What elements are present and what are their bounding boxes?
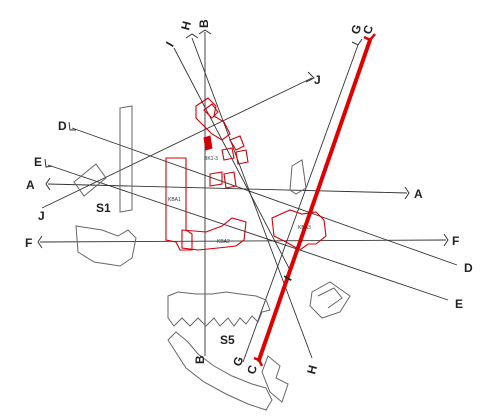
building-bk-solid	[203, 135, 213, 151]
section-lines	[37, 29, 458, 363]
label-f-left: F	[25, 236, 32, 250]
label-i-top: I	[163, 39, 177, 49]
label-d-left: D	[58, 119, 67, 133]
section-tick-a-left	[45, 177, 51, 191]
highlighted-section-c	[253, 33, 376, 367]
section-line-j	[41, 77, 313, 209]
section-line-e	[47, 164, 449, 301]
section-tick-c-bottom	[253, 356, 264, 367]
section-tick-d-left	[68, 121, 76, 131]
label-c-top: C	[360, 23, 376, 36]
section-line-c-highlight	[257, 38, 372, 362]
building-bk-e	[223, 171, 237, 189]
section-tick-e-left	[44, 158, 53, 168]
grey-buildings	[73, 105, 351, 411]
red-buildings	[165, 97, 327, 251]
label-f-right: F	[452, 234, 459, 248]
building-small-right	[289, 159, 307, 195]
label-s5: S5	[220, 333, 235, 347]
label-h-top: H	[178, 20, 194, 32]
section-line-a	[47, 183, 408, 194]
label-bk: BK1-3	[204, 156, 218, 162]
building-s5-arc	[167, 331, 273, 411]
section-tick-f-left	[37, 235, 43, 249]
building-labels: S1 S5 KBA1 KBA2 KBA3 BK1-3	[96, 156, 311, 347]
label-e-left: E	[34, 155, 42, 169]
label-c-bottom: C	[244, 363, 260, 376]
building-s5	[167, 291, 271, 327]
building-bk-b	[221, 147, 235, 161]
section-tick-f-right	[443, 233, 449, 247]
building-slab	[119, 105, 133, 213]
label-g-bottom: G	[230, 355, 246, 369]
building-angled-left	[73, 163, 107, 197]
section-tick-g-top	[351, 38, 363, 46]
building-s5-tail	[261, 355, 289, 403]
label-g-top: G	[348, 23, 364, 37]
label-b-bottom: B	[193, 355, 207, 364]
section-tick-b-top	[198, 29, 212, 35]
label-j-left: J	[38, 209, 45, 223]
label-kba2: KBA2	[217, 239, 230, 245]
label-a-left: A	[26, 178, 35, 192]
building-bk-c	[235, 149, 249, 165]
section-tick-h-top	[185, 33, 199, 39]
label-e-right: E	[455, 297, 463, 311]
label-b-top: B	[197, 19, 211, 28]
label-i-bottom: I	[281, 273, 295, 283]
label-d-right: D	[464, 261, 473, 275]
building-bk-d	[209, 171, 223, 187]
section-line-i	[173, 47, 291, 271]
label-j-right: J	[314, 73, 321, 87]
building-s1-lower	[75, 225, 137, 267]
section-tick-c-top	[363, 33, 376, 42]
building-kba3	[271, 209, 327, 251]
building-kba2	[181, 217, 247, 251]
label-kba3: KBA3	[298, 225, 311, 231]
building-bk-a	[229, 135, 245, 151]
building-right-shape	[309, 281, 351, 319]
label-a-right: A	[414, 187, 423, 201]
building-bk-inner	[203, 103, 219, 119]
label-h-bottom: H	[304, 364, 320, 376]
section-line-d	[71, 127, 458, 266]
label-kba1: KBA1	[168, 197, 181, 203]
section-tick-j-right	[305, 71, 315, 83]
section-tick-a-right	[404, 186, 410, 200]
building-kba1	[165, 157, 193, 251]
building-bk-main	[195, 97, 231, 141]
building-right-inner	[317, 287, 343, 309]
section-line-g	[242, 44, 359, 363]
label-s1: S1	[96, 201, 111, 215]
